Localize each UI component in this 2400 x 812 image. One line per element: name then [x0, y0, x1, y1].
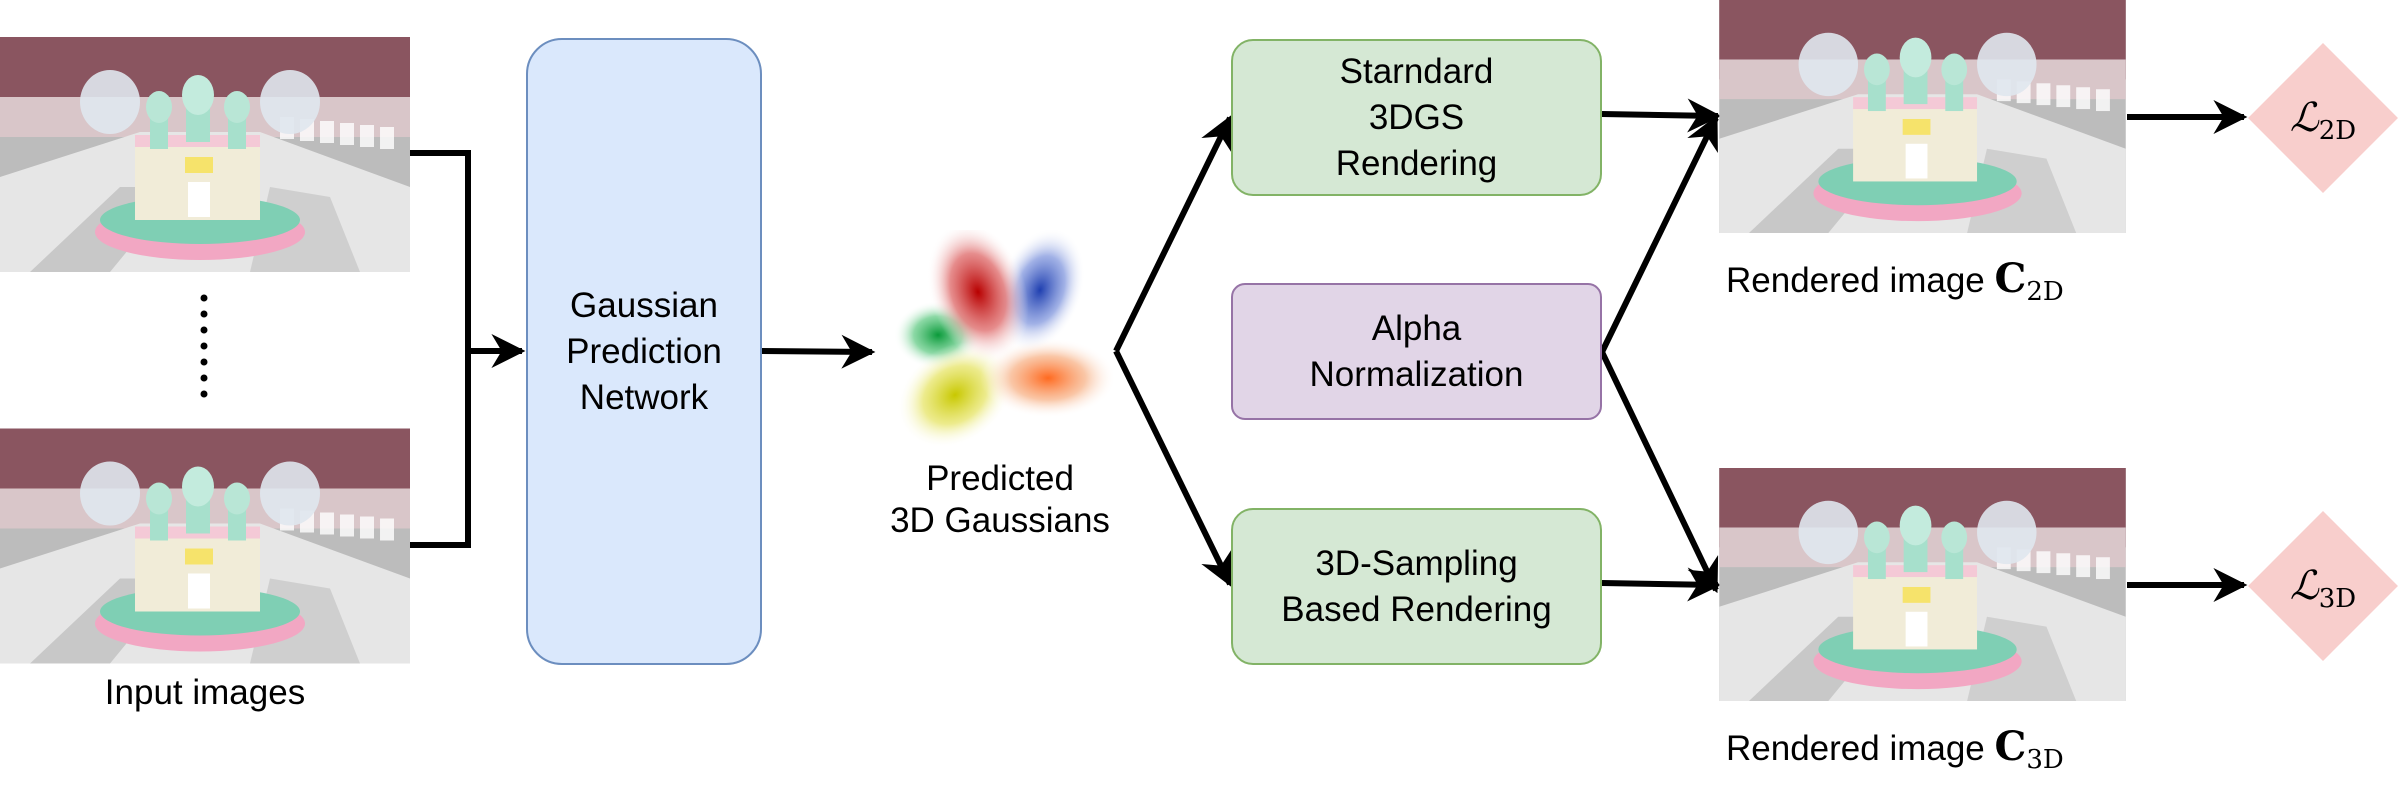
split-to-standard-arrow — [1113, 114, 1233, 353]
predicted-gaussians-caption: Predicted 3D Gaussians — [890, 459, 1110, 540]
alpha-normalization: Alpha Normalization — [1231, 283, 1602, 420]
loss-bottom-symbol: ℒ — [2289, 563, 2319, 609]
loss-label-bottom: ℒ3D — [2243, 561, 2400, 624]
rendered-caption-top-symbol: C — [1994, 255, 2027, 302]
split-to-sampling-arrow — [1113, 349, 1233, 588]
loss-top-sub: 2D — [2318, 116, 2357, 146]
rendered-caption-bottom-sub: 3D — [2026, 745, 2064, 775]
rendered-caption-top-sub: 2D — [2026, 277, 2064, 307]
sampling-to-render-arrow — [1601, 567, 1722, 602]
network-to-gaussians-arrow — [759, 334, 876, 369]
input-merge-line — [410, 150, 471, 548]
standard-to-render-arrow — [1601, 98, 1722, 133]
rendered-caption-bottom-symbol: C — [1994, 723, 2027, 770]
loss-top-symbol: ℒ — [2289, 95, 2319, 141]
alpha-to-bottom-arrow — [1599, 350, 1719, 594]
alpha-to-top-arrow — [1599, 114, 1719, 354]
rendered-caption-bottom: Rendered image C3D — [1726, 726, 2064, 781]
loss-bottom-sub: 3D — [2318, 584, 2357, 614]
loss-label-top: ℒ2D — [2243, 93, 2400, 156]
rendered-image-bottom — [1719, 468, 2126, 701]
input-images-caption: Input images — [104, 673, 306, 712]
input-image-top — [0, 37, 410, 272]
standard-3dgs-rendering: Starndard 3DGS Rendering — [1231, 39, 1602, 196]
gaussians-icon — [894, 230, 1116, 449]
rendered-caption-top: Rendered image C2D — [1726, 258, 2064, 313]
rendered-caption-bottom-prefix: Rendered image — [1726, 729, 1995, 768]
gaussian-prediction-network: Gaussian Prediction Network — [526, 38, 762, 665]
rendered-caption-top-prefix: Rendered image — [1726, 261, 1995, 300]
rendered-image-top — [1719, 0, 2126, 233]
input-image-bottom — [0, 428, 410, 664]
ellipsis-dots — [200, 294, 208, 398]
sampling-based-rendering: 3D-Sampling Based Rendering — [1231, 508, 1602, 665]
